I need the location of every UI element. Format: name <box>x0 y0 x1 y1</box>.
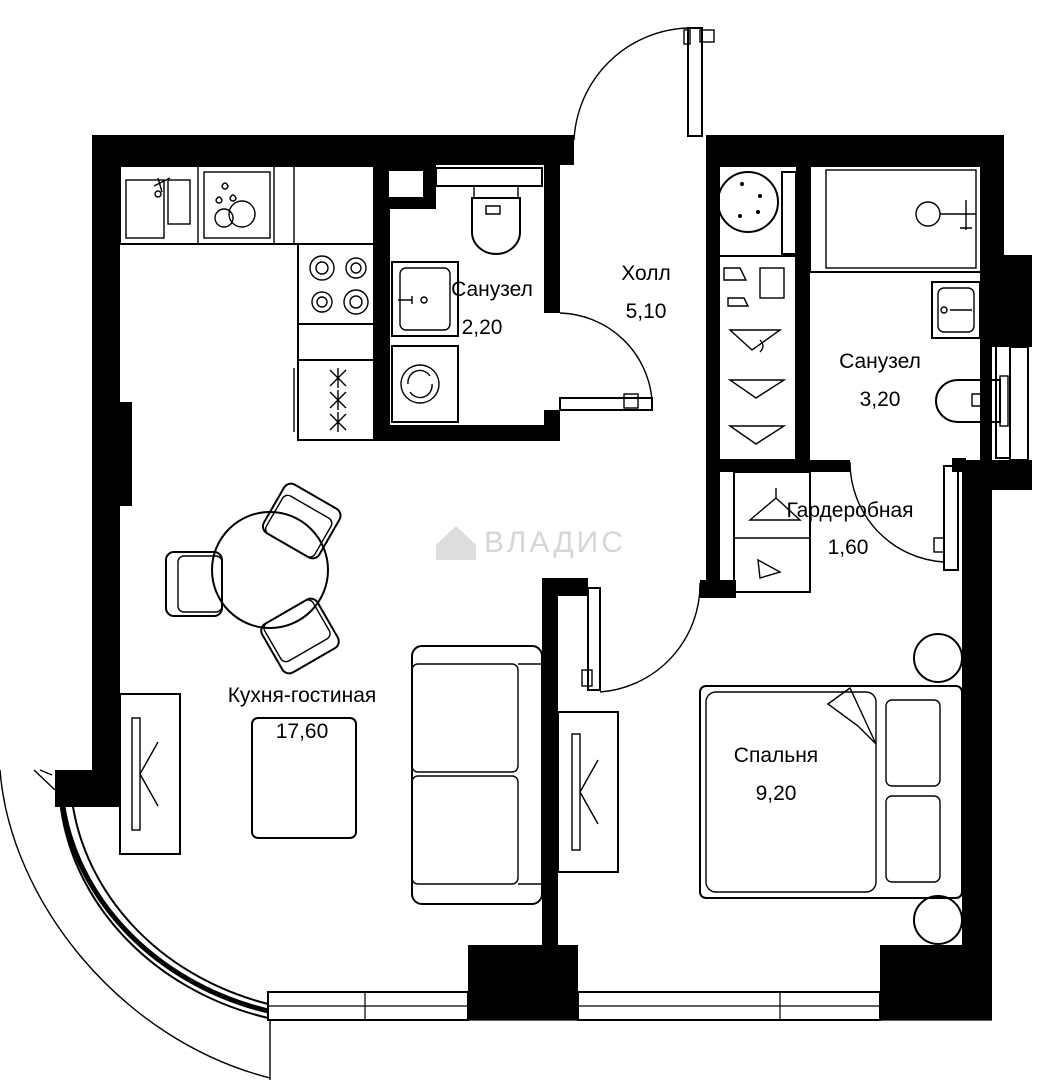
wardrobe-area: 1,60 <box>828 536 869 559</box>
dishwasher-icon <box>203 171 271 239</box>
bedroom-area: 9,20 <box>756 782 797 805</box>
watermark-text: ВЛАДИС <box>484 526 626 559</box>
house-logo-icon <box>436 526 476 560</box>
bath-large-fixtures <box>809 165 1011 459</box>
hall-area: 5,10 <box>626 300 667 323</box>
kitchen-furniture <box>119 165 375 441</box>
rug <box>251 717 357 839</box>
wardrobe-name: Гардеробная <box>786 499 913 522</box>
washbasin-icon <box>931 281 981 339</box>
bath-small-name: Санузел <box>451 278 533 301</box>
kitchen-living-name: Кухня-гостиная <box>228 684 377 707</box>
bath-small-area: 2,20 <box>462 316 503 339</box>
washbasin-icon <box>391 261 459 337</box>
nightstand-icon <box>913 895 963 945</box>
shower-icon <box>809 165 983 273</box>
windows <box>0 346 1029 1080</box>
bath-small-fixtures <box>391 167 543 423</box>
wardrobe-storage <box>733 471 811 593</box>
doors <box>559 27 959 693</box>
closet-icon <box>557 711 619 873</box>
nightstand-icon <box>913 633 963 683</box>
exterior-walls <box>55 135 1032 1020</box>
hall-storage <box>717 171 797 461</box>
hanger-icon <box>727 329 787 445</box>
bed-icon <box>699 685 963 899</box>
sofa-icon <box>411 645 543 905</box>
bedroom-furniture <box>557 633 963 945</box>
living-furniture <box>119 482 543 905</box>
kitchen-sink-icon <box>125 177 191 239</box>
freezer-icon <box>293 359 375 441</box>
dining-table-icon <box>165 482 342 675</box>
round-table-icon <box>717 171 779 233</box>
room-labels: Холл 5,10 Санузел 2,20 Санузел 3,20 Гард… <box>228 262 921 805</box>
bath-large-name: Санузел <box>839 350 921 373</box>
shoes-icon <box>723 267 785 307</box>
kitchen-living-area: 17,60 <box>276 720 329 743</box>
interior-walls <box>374 165 966 948</box>
washing-machine-icon <box>391 345 459 423</box>
cooktop-icon <box>297 243 375 325</box>
bedroom-name: Спальня <box>734 744 818 767</box>
closet-icon <box>119 693 181 855</box>
watermark: ВЛАДИС <box>436 526 626 560</box>
toilet-icon <box>935 375 1009 427</box>
hall-name: Холл <box>621 262 671 285</box>
bath-large-area: 3,20 <box>860 388 901 411</box>
toilet-icon <box>471 185 521 255</box>
